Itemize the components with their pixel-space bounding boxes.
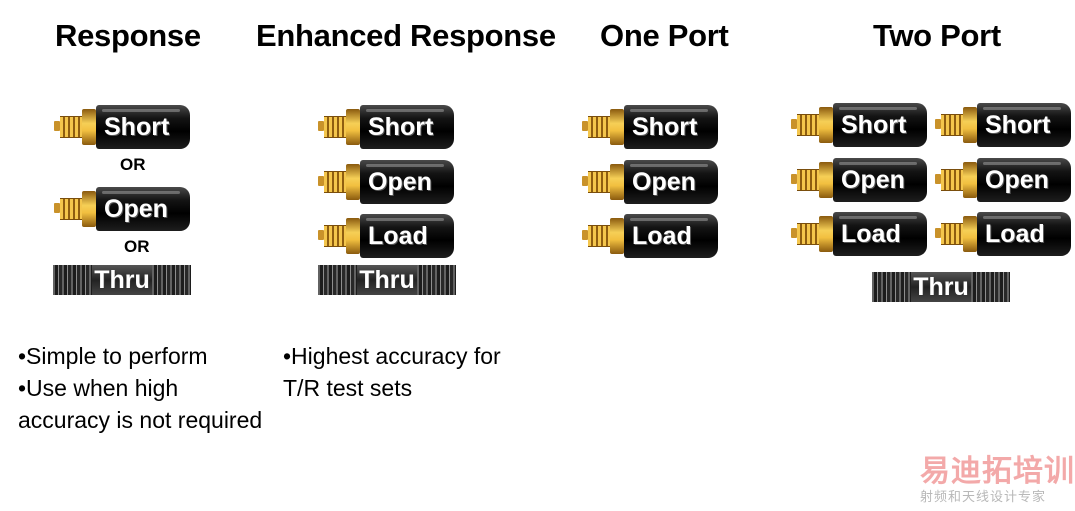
standard-label: Load (632, 222, 692, 250)
short-standard-port1: Short (791, 103, 927, 147)
note-line: •Highest accuracy for (283, 343, 501, 369)
note-line: T/R test sets (283, 375, 413, 401)
two-port-title: Two Port (873, 18, 1001, 53)
thru-label: Thru (94, 266, 150, 294)
short-standard: Short (54, 105, 190, 149)
thru-label: Thru (359, 266, 415, 294)
note-line: •Simple to perform (18, 343, 208, 369)
watermark-sub: 射频和天线设计专家 (920, 489, 1047, 504)
standard-label: Load (368, 222, 428, 250)
standard-label: Open (985, 166, 1049, 194)
standard-label: Load (841, 220, 901, 248)
response-notes: •Simple to perform •Use when high accura… (18, 340, 262, 436)
note-line: accuracy is not required (18, 407, 263, 433)
standard-label: Open (104, 195, 168, 223)
standard-label: Short (368, 113, 434, 141)
open-standard: Open (54, 187, 190, 231)
short-standard: Short (318, 105, 454, 149)
response-title: Response (55, 18, 201, 53)
thru-cable: Thru (872, 272, 1010, 302)
standard-label: Short (985, 111, 1051, 139)
one-port-title: One Port (600, 18, 729, 53)
short-standard-port2: Short (935, 103, 1071, 147)
thru-label: Thru (913, 273, 969, 301)
load-standard: Load (318, 214, 454, 258)
open-standard-port1: Open (791, 158, 927, 202)
thru-cable: Thru (53, 265, 191, 295)
thru-cable: Thru (318, 265, 456, 295)
watermark-main: 易迪拓培训 (920, 455, 1075, 488)
standard-label: Open (841, 166, 905, 194)
or-label: OR (124, 237, 150, 256)
note-line: •Use when high (18, 375, 179, 401)
short-standard: Short (582, 105, 718, 149)
load-standard-port1: Load (791, 212, 927, 256)
open-standard-port2: Open (935, 158, 1071, 202)
standard-label: Open (632, 168, 696, 196)
load-standard: Load (582, 214, 718, 258)
standard-label: Short (841, 111, 907, 139)
watermark-logo: 易迪拓培训 射频和天线设计专家 (920, 455, 1075, 505)
standard-label: Short (632, 113, 698, 141)
open-standard: Open (582, 160, 718, 204)
standard-label: Short (104, 113, 170, 141)
or-label: OR (120, 155, 146, 174)
enhanced-response-title: Enhanced Response (256, 18, 556, 53)
load-standard-port2: Load (935, 212, 1071, 256)
open-standard: Open (318, 160, 454, 204)
enhanced-response-notes: •Highest accuracy for T/R test sets (283, 340, 501, 404)
standard-label: Open (368, 168, 432, 196)
standard-label: Load (985, 220, 1045, 248)
